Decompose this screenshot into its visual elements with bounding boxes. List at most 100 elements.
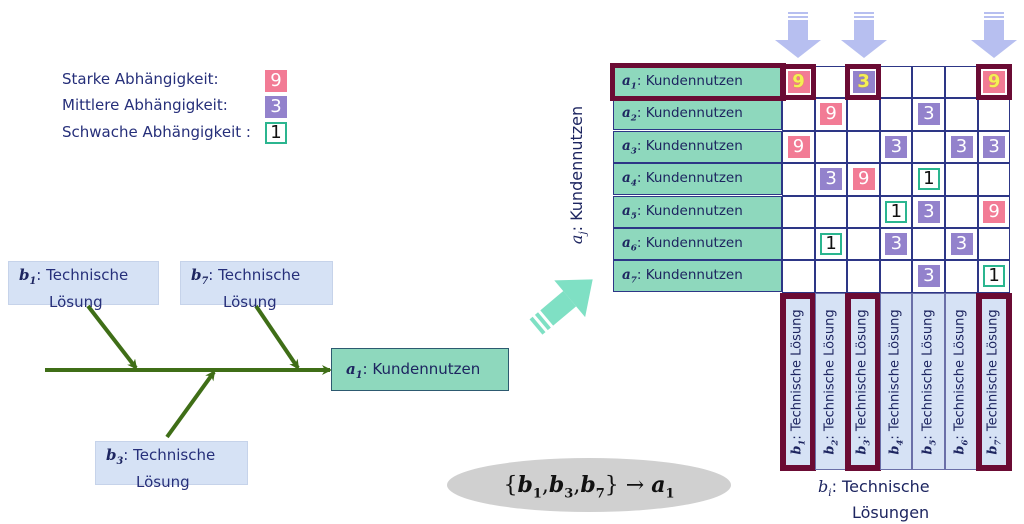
dependency-badge-strong: 9 (820, 103, 843, 126)
matrix-cell (847, 195, 880, 228)
row-label-a2: a2: Kundennutzen (613, 98, 782, 131)
col-header-label: b4: Technische Lösung (887, 308, 905, 455)
matrix-cell (782, 195, 815, 228)
dependency-badge-medium: 3 (917, 200, 940, 223)
matrix-cell (945, 66, 978, 99)
matrix-cell (912, 66, 945, 99)
row-label-a5: a5: Kundennutzen (613, 195, 782, 228)
dependency-badge-medium: 3 (917, 265, 940, 288)
col-header-b2: b2: Technische Lösung (814, 293, 848, 470)
math-variable: b6 (953, 439, 970, 455)
cause-box-b3: b3: Technische Lösung (95, 441, 248, 491)
dependency-badge-strong: 9 (983, 71, 1006, 93)
matrix-cell (814, 260, 848, 293)
matrix-cell (945, 195, 978, 228)
col-axis-label: bi: Technische Lösungen (818, 477, 930, 523)
math-variable: a1 (622, 73, 637, 92)
matrix-cell (879, 98, 913, 131)
formula-ellipse (447, 458, 731, 512)
matrix-cell (814, 195, 848, 228)
diagonal-arrow-icon (529, 279, 593, 335)
matrix-cell (782, 260, 815, 293)
row-axis-label: aj: Kundennutzen (566, 105, 590, 245)
math-variable: b5 (920, 439, 937, 455)
fishbone-bone-b1 (86, 304, 138, 370)
row-label-a3: a3: Kundennutzen (613, 130, 782, 163)
legend-medium-label: Mittlere Abhängigkeit: (62, 96, 228, 114)
matrix-cell (814, 130, 848, 164)
dependency-badge-medium: 3 (917, 103, 940, 126)
fishbone-bone-b7 (254, 304, 300, 370)
matrix-cell (814, 66, 848, 99)
legend-medium-badge: 3 (265, 96, 287, 118)
col-header-b6: b6: Technische Lösung (945, 293, 978, 470)
legend-weak-label: Schwache Abhängigkeit : (62, 123, 251, 141)
row-label-a4: a4: Kundennutzen (613, 163, 782, 196)
down-arrow-icon (840, 12, 887, 58)
dependency-badge-medium: 3 (950, 135, 973, 158)
selected-column-outline (975, 293, 1012, 471)
matrix-cell (977, 228, 1011, 261)
math-variable: a2 (622, 105, 637, 125)
dependency-badge-weak: 1 (983, 265, 1006, 288)
matrix-cell (782, 228, 815, 261)
selected-cell-outline (975, 64, 1012, 100)
down-arrow-icon (970, 12, 1017, 58)
matrix-cell (945, 98, 978, 131)
col-header-label: b6: Technische Lösung (953, 308, 970, 455)
legend-strong-label: Starke Abhängigkeit: (62, 70, 219, 88)
matrix-cell (879, 163, 913, 196)
dependency-badge-weak: 1 (917, 168, 940, 191)
legend-weak-badge: 1 (265, 122, 287, 144)
dependency-badge-strong: 9 (852, 168, 875, 191)
math-variable: b2 (822, 439, 840, 455)
selected-row-outline (610, 63, 786, 101)
matrix-cell (847, 98, 880, 131)
matrix-cell (847, 130, 880, 164)
dependency-badge-medium: 3 (950, 233, 973, 255)
effect-box-a1: a1: Kundennutzen (331, 348, 509, 391)
fishbone-bone-b3 (165, 370, 216, 439)
dependency-badge-weak: 1 (885, 200, 908, 223)
math-variable: a5 (622, 202, 637, 222)
col-header-label: b2: Technische Lösung (822, 308, 840, 455)
formula-text: {b1,b3,b7} → a1 (503, 472, 675, 502)
math-variable: a3 (622, 137, 637, 157)
math-variable: a6 (622, 235, 637, 254)
selected-column-outline (845, 293, 882, 471)
matrix-cell (945, 260, 978, 293)
dependency-badge-medium: 3 (852, 71, 875, 93)
matrix-cell (782, 98, 815, 131)
dependency-badge-medium: 3 (820, 168, 843, 191)
col-header-label: b5: Technische Lösung (920, 308, 937, 455)
matrix-cell (977, 163, 1011, 196)
legend-strong-badge: 9 (265, 70, 287, 92)
matrix-cell (912, 228, 945, 261)
matrix-cell (847, 260, 880, 293)
dependency-badge-strong: 9 (983, 200, 1006, 223)
dependency-badge-weak: 1 (820, 233, 843, 255)
matrix-cell (912, 130, 945, 164)
col-header-b4: b4: Technische Lösung (879, 293, 913, 470)
matrix-cell (879, 260, 913, 293)
down-arrow-icon (775, 12, 822, 58)
row-label-a7: a7: Kundennutzen (613, 260, 782, 293)
dependency-badge-medium: 3 (983, 135, 1006, 158)
cause-box-b1: b1: Technische Lösung (8, 261, 159, 311)
matrix-cell (782, 163, 815, 196)
cause-box-b7: b7: Technische Lösung (180, 261, 333, 311)
matrix-cell (945, 163, 978, 196)
matrix-cell (879, 66, 913, 99)
matrix-cell (847, 228, 880, 261)
matrix-cell (977, 98, 1011, 131)
math-variable: a4 (622, 170, 637, 189)
math-variable: a7 (622, 267, 637, 287)
col-header-b5: b5: Technische Lösung (912, 293, 945, 470)
dependency-badge-strong: 9 (787, 71, 810, 93)
selected-cell-outline (845, 64, 882, 100)
row-label-a6: a6: Kundennutzen (613, 228, 782, 260)
selected-column-outline (780, 293, 816, 471)
dependency-badge-medium: 3 (885, 233, 908, 255)
dependency-badge-strong: 9 (787, 135, 810, 158)
